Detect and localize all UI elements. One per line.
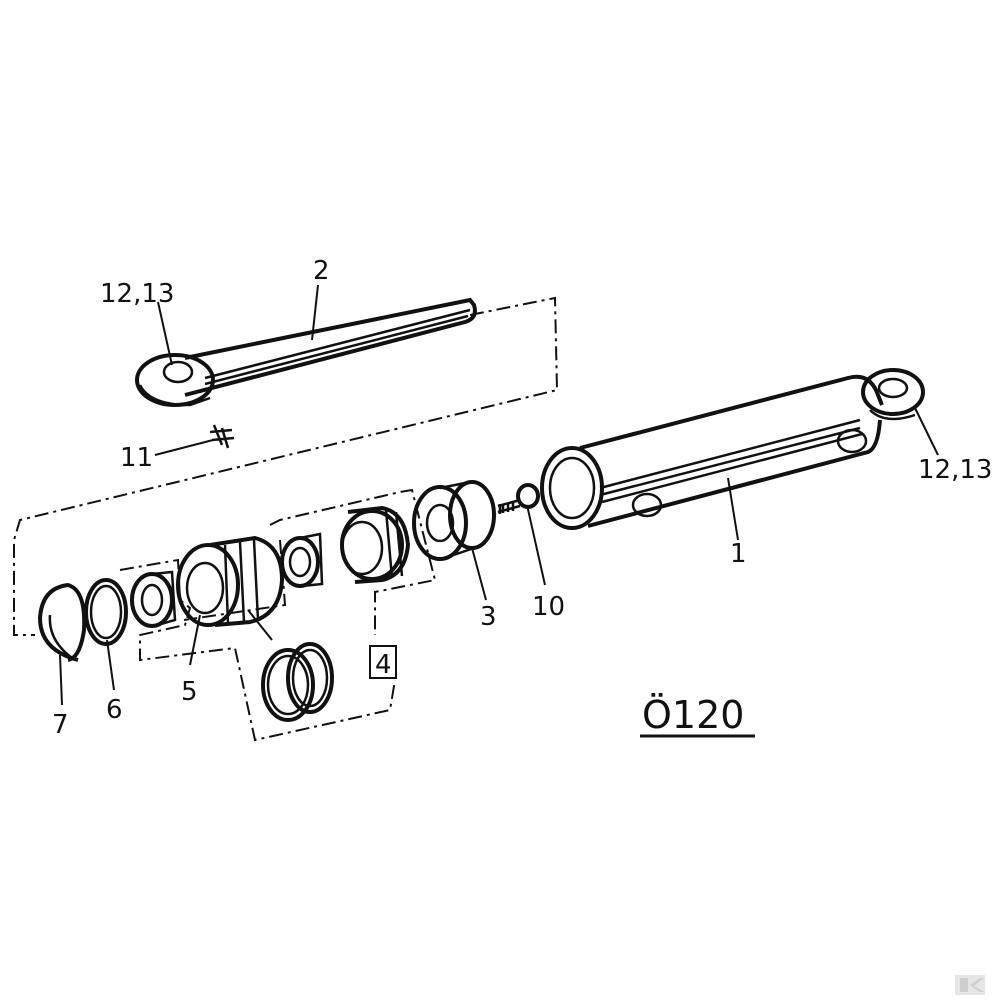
diagram-code: Ö120 <box>642 693 744 737</box>
leader-lines <box>59 284 939 706</box>
piston-assembly <box>280 505 411 588</box>
o-ring-pair <box>261 642 334 722</box>
corner-logo <box>955 975 985 995</box>
callout-4-box <box>369 645 397 679</box>
callout-12-13-top: 12,13 <box>100 279 174 309</box>
piston-rod <box>135 297 477 407</box>
callout-10: 10 <box>532 592 565 622</box>
callout-7: 7 <box>52 710 69 740</box>
grease-nipple <box>209 424 235 449</box>
callout-1: 1 <box>730 539 747 569</box>
callout-3: 3 <box>480 602 497 632</box>
cylinder-head <box>412 480 496 561</box>
group-outlines <box>13 296 559 742</box>
callout-5: 5 <box>181 677 198 707</box>
callout-11: 11 <box>120 443 153 473</box>
cylinder-barrel <box>540 368 925 530</box>
piston-body <box>130 535 285 628</box>
callout-4: 4 <box>375 650 392 680</box>
callout-6: 6 <box>106 695 123 725</box>
callout-12-13-right: 12,13 <box>918 455 992 485</box>
bolt <box>497 483 540 514</box>
callout-2: 2 <box>313 256 330 286</box>
snap-rings <box>37 578 128 662</box>
